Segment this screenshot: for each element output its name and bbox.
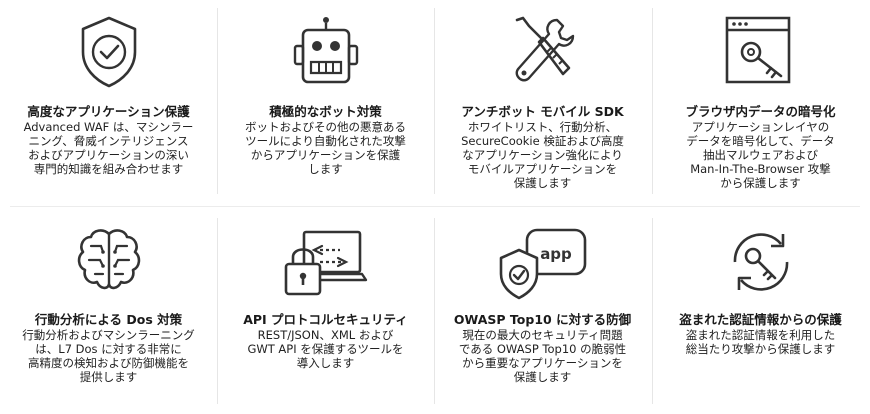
feature-desc: ホワイトリスト、行動分析、 SecureCookie 検証および高度 なアプリケ… <box>434 120 651 190</box>
desc-line: 導入します <box>296 356 355 370</box>
desc-line: なアプリケーション強化により <box>462 148 623 162</box>
feature-card: アンチボット モバイル SDK ホワイトリスト、行動分析、 SecureCook… <box>434 12 651 190</box>
desc-line: データを暗号化して、データ <box>686 134 835 148</box>
divider <box>652 218 653 404</box>
desc-line: 保護します <box>513 370 572 384</box>
feature-desc: 盗まれた認証情報を利用した 総当たり攻撃から保護します <box>652 328 869 356</box>
desc-line: ツールにより自動化された攻撃 <box>245 134 406 148</box>
feature-desc: ボットおよびその他の悪意ある ツールにより自動化された攻撃 からアプリケーション… <box>217 120 434 176</box>
feature-title: 積極的なボット対策 <box>269 104 382 119</box>
desc-line: 保護します <box>513 176 572 190</box>
desc-line: Advanced WAF は、マシンラー <box>23 120 194 134</box>
desc-line: モバイルアプリケーションを <box>467 162 618 176</box>
feature-title: ブラウザ内データの暗号化 <box>685 104 836 119</box>
app-shield-icon: app <box>493 222 593 302</box>
desc-line: します <box>308 162 343 176</box>
desc-line: 現在の最大のセキュリティ問題 <box>462 328 623 342</box>
desc-line: およびアプリケーションの深い <box>28 148 189 162</box>
desc-line: REST/JSON、XML および <box>257 328 394 342</box>
feature-desc: 行動分析およびマシンラーニング は、L7 Dos に対する非常に 高精度の検知お… <box>0 328 217 384</box>
laptop-lock-icon <box>278 222 374 302</box>
desc-line: 行動分析およびマシンラーニング <box>22 328 195 342</box>
desc-line: 高精度の検知および防御機能を <box>28 356 189 370</box>
feature-card: 行動分析による Dos 対策 行動分析およびマシンラーニング は、L7 Dos … <box>0 222 217 384</box>
divider <box>217 218 218 404</box>
divider <box>652 8 653 194</box>
feature-desc: 現在の最大のセキュリティ問題 である OWASP Top10 の脆弱性 から重要… <box>434 328 651 384</box>
key-cycle-icon <box>721 222 801 302</box>
feature-title: API プロトコルセキュリティ <box>243 312 408 327</box>
feature-title: 行動分析による Dos 対策 <box>34 312 183 327</box>
desc-line: アプリケーションレイヤの <box>691 120 830 134</box>
desc-line: からアプリケーションを保護 <box>250 148 401 162</box>
divider <box>10 206 860 207</box>
desc-line: 抽出マルウェアおよび <box>703 148 818 162</box>
app-label: app <box>540 245 572 263</box>
feature-title: 盗まれた認証情報からの保護 <box>679 312 842 327</box>
browser-key-icon <box>721 12 801 92</box>
feature-card: API プロトコルセキュリティ REST/JSON、XML および GWT AP… <box>217 222 434 370</box>
feature-title: OWASP Top10 に対する防御 <box>453 312 632 327</box>
feature-card: app OWASP Top10 に対する防御 現在の最大のセキュリティ問題 であ… <box>434 222 651 384</box>
robot-icon <box>290 17 362 92</box>
desc-line: ニング、脅威インテリジェンス <box>28 134 189 148</box>
feature-desc: REST/JSON、XML および GWT API を保護するツールを 導入しま… <box>217 328 434 370</box>
feature-card: 盗まれた認証情報からの保護 盗まれた認証情報を利用した 総当たり攻撃から保護しま… <box>652 222 869 356</box>
feature-desc: アプリケーションレイヤの データを暗号化して、データ 抽出マルウェアおよび Ma… <box>652 120 869 190</box>
shield-check-icon <box>73 12 145 92</box>
desc-line: 専門的知識を組み合わせます <box>33 162 184 176</box>
tools-icon <box>507 12 579 92</box>
desc-line: は、L7 Dos に対する非常に <box>35 342 182 356</box>
divider <box>434 218 435 404</box>
desc-line: から重要なアプリケーションを <box>462 356 623 370</box>
desc-line: 総当たり攻撃から保護します <box>685 342 836 356</box>
desc-line: 提供します <box>79 370 138 384</box>
divider <box>217 8 218 194</box>
feature-card: 高度なアプリケーション保護 Advanced WAF は、マシンラー ニング、脅… <box>0 12 217 176</box>
desc-line: 盗まれた認証情報を利用した <box>685 328 836 342</box>
desc-line: GWT API を保護するツールを <box>247 342 404 356</box>
desc-line: SecureCookie 検証および高度 <box>461 134 624 148</box>
feature-desc: Advanced WAF は、マシンラー ニング、脅威インテリジェンス およびア… <box>0 120 217 176</box>
divider <box>434 8 435 194</box>
desc-line: から保護します <box>720 176 801 190</box>
feature-title: 高度なアプリケーション保護 <box>27 104 190 119</box>
feature-card: 積極的なボット対策 ボットおよびその他の悪意ある ツールにより自動化された攻撃 … <box>217 12 434 176</box>
feature-title: アンチボット モバイル SDK <box>461 104 624 119</box>
desc-line: ボットおよびその他の悪意ある <box>245 120 406 134</box>
desc-line: Man-In-The-Browser 攻撃 <box>690 162 831 176</box>
feature-card: ブラウザ内データの暗号化 アプリケーションレイヤの データを暗号化して、データ … <box>652 12 869 190</box>
brain-icon <box>73 222 145 302</box>
desc-line: である OWASP Top10 の脆弱性 <box>458 342 627 356</box>
desc-line: ホワイトリスト、行動分析、 <box>467 120 618 134</box>
